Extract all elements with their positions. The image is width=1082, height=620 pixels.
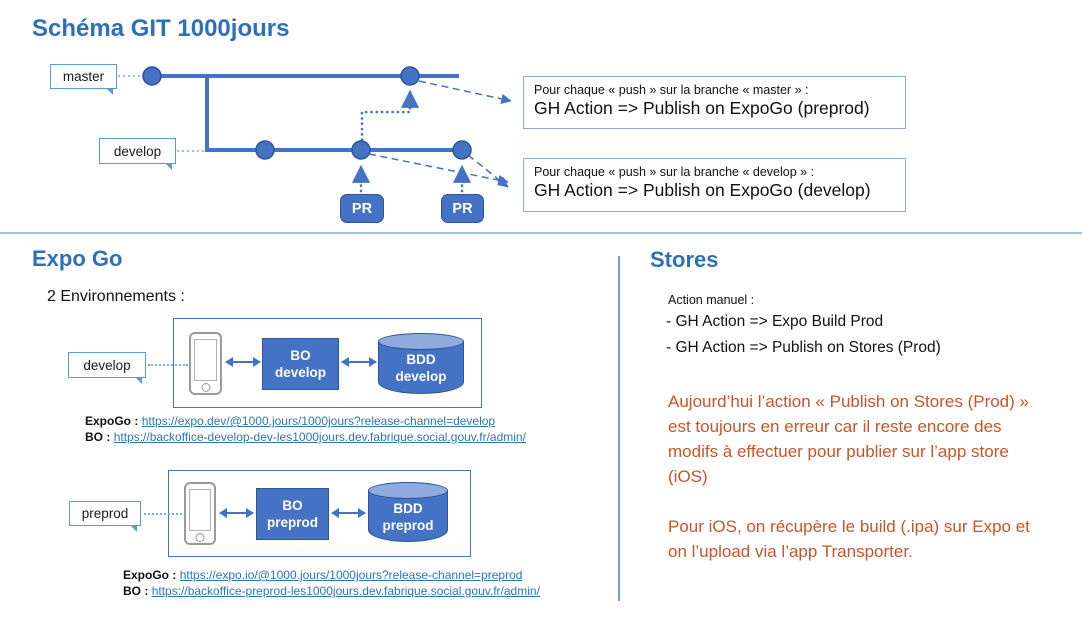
callout-box-develop: Pour chaque « push » sur la branche « de… bbox=[523, 158, 906, 212]
bo-develop-box: BO develop bbox=[262, 338, 339, 390]
branch-label-master-text: master bbox=[62, 69, 105, 84]
env-label-preprod: preprod bbox=[69, 501, 141, 532]
preprod-expogo-url-line: ExpoGo : https://expo.io/@1000.jours/100… bbox=[123, 568, 522, 582]
cylinder-top bbox=[378, 333, 464, 350]
bdd-develop-label: BDD develop bbox=[378, 351, 464, 385]
phone-icon bbox=[184, 482, 216, 545]
bo-url-label: BO : bbox=[85, 430, 111, 444]
database-cylinder-icon: BDD preprod bbox=[368, 482, 448, 542]
env-label-develop: develop bbox=[68, 352, 146, 384]
callout-box-develop-line2: GH Action => Publish on ExpoGo (develop) bbox=[534, 180, 871, 200]
branch-lines bbox=[152, 74, 470, 152]
bo-develop-line1: BO bbox=[290, 348, 311, 363]
callout-dashed-arrows bbox=[368, 80, 512, 188]
database-cylinder-icon: BDD develop bbox=[378, 333, 464, 394]
double-arrow-icon bbox=[341, 357, 377, 367]
branch-label-develop: develop bbox=[99, 138, 176, 170]
double-arrow-icon bbox=[225, 357, 261, 367]
phone-home-button bbox=[201, 383, 210, 392]
phone-screen bbox=[189, 489, 211, 531]
double-arrow-icon bbox=[331, 508, 366, 518]
env-label-connector bbox=[148, 364, 188, 366]
preprod-expogo-link[interactable]: https://expo.io/@1000.jours/1000jours?re… bbox=[179, 568, 523, 582]
cylinder-top bbox=[368, 482, 448, 499]
bdd-develop-line1: BDD bbox=[406, 352, 436, 367]
develop-expogo-link[interactable]: https://expo.dev/@1000.jours/1000jours?r… bbox=[141, 414, 496, 428]
stores-heading: Stores bbox=[650, 247, 719, 272]
phone-screen bbox=[194, 339, 217, 381]
callout-box-master-line2: GH Action => Publish on ExpoGo (preprod) bbox=[534, 98, 870, 118]
environments-subheading: 2 Environnements : bbox=[47, 288, 185, 305]
bdd-develop-line2: develop bbox=[395, 369, 447, 384]
bo-develop-line2: develop bbox=[274, 365, 326, 380]
bdd-preprod-line2: preprod bbox=[382, 518, 434, 533]
branch-label-develop-text: develop bbox=[113, 143, 162, 159]
pr-merge-dotted-arrows bbox=[351, 89, 472, 193]
bo-preprod-box: BO preprod bbox=[256, 488, 329, 540]
preprod-bo-link[interactable]: https://backoffice-preprod-les1000jours.… bbox=[151, 584, 540, 598]
bdd-preprod-label: BDD preprod bbox=[368, 500, 448, 534]
action-item: - GH Action => Publish on Stores (Prod) bbox=[666, 339, 941, 356]
env-label-preprod-text: preprod bbox=[81, 506, 129, 521]
expo-go-heading: Expo Go bbox=[32, 246, 123, 271]
stores-note-text: Pour iOS, on récupère le build (.ipa) su… bbox=[668, 517, 1030, 561]
stores-warning-text: Aujourd’hui l’action « Publish on Stores… bbox=[668, 392, 1029, 486]
bdd-preprod-line1: BDD bbox=[393, 501, 423, 516]
commit-nodes bbox=[142, 66, 472, 160]
pr-badge-1: PR bbox=[340, 194, 384, 223]
vertical-divider bbox=[618, 256, 620, 601]
callout-box-master: Pour chaque « push » sur la branche « ma… bbox=[523, 76, 906, 129]
phone-icon bbox=[189, 332, 222, 395]
double-arrow-icon bbox=[219, 508, 254, 518]
action-item: - GH Action => Expo Build Prod bbox=[666, 313, 884, 330]
bo-preprod-line2: preprod bbox=[266, 515, 318, 530]
label-connectors bbox=[118, 75, 204, 152]
pr-badge-2: PR bbox=[441, 194, 484, 223]
manual-action-label: Action manuel : bbox=[668, 293, 755, 307]
develop-bo-url-line: BO : https://backoffice-develop-dev-les1… bbox=[85, 430, 526, 444]
develop-bo-link[interactable]: https://backoffice-develop-dev-les1000jo… bbox=[113, 430, 526, 444]
branch-label-master: master bbox=[50, 64, 117, 95]
git-graph bbox=[118, 66, 512, 193]
bo-preprod-line1: BO bbox=[282, 498, 303, 513]
bo-url-label: BO : bbox=[123, 584, 149, 598]
callout-box-develop-line1: Pour chaque « push » sur la branche « de… bbox=[534, 165, 815, 179]
env-label-develop-text: develop bbox=[83, 357, 131, 373]
expogo-url-label: ExpoGo : bbox=[85, 414, 139, 428]
develop-expogo-url-line: ExpoGo : https://expo.dev/@1000.jours/10… bbox=[85, 414, 495, 428]
preprod-bo-url-line: BO : https://backoffice-preprod-les1000j… bbox=[123, 584, 540, 598]
callout-box-master-line1: Pour chaque « push » sur la branche « ma… bbox=[534, 83, 809, 97]
phone-home-button bbox=[195, 533, 205, 542]
env-label-connector bbox=[144, 513, 182, 515]
horizontal-divider bbox=[0, 232, 1082, 234]
page-title: Schéma GIT 1000jours bbox=[32, 15, 290, 42]
expogo-url-label: ExpoGo : bbox=[123, 568, 177, 582]
